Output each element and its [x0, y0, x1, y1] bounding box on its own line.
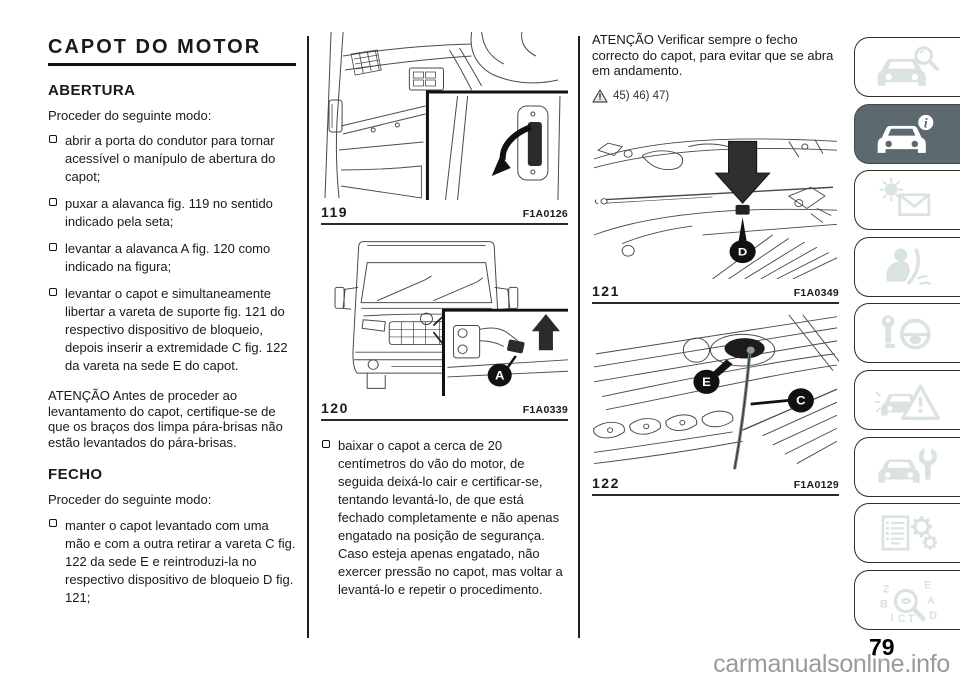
index-letter: E	[924, 579, 931, 591]
list-item: levantar o capot e simultaneamente liber…	[48, 285, 296, 375]
attention-note-right: ATENÇÃO Verificar sempre o fecho correct…	[592, 32, 834, 78]
figure-caption: 119 F1A0126	[321, 204, 568, 220]
bullet-square-icon	[322, 439, 330, 448]
sidebar-tab-specs-gears[interactable]	[854, 503, 960, 564]
index-letter: B	[879, 598, 887, 610]
figure-code: F1A0126	[522, 208, 568, 220]
list-item: baixar o capot a cerca de 20 centímetros…	[321, 437, 568, 599]
sidebar-tab-airbag-safety[interactable]	[854, 236, 960, 297]
index-letter: I	[890, 612, 893, 623]
key-steering-icon	[881, 315, 931, 350]
sidebar-tab-car-info[interactable]: i	[854, 103, 960, 164]
sidebar-tab-car-magnifier[interactable]	[854, 37, 960, 97]
fig120-van-front-illustration: A	[334, 241, 568, 396]
figure-number: 121	[592, 282, 620, 299]
warning-light-mail-icon	[878, 177, 930, 217]
warning-triangle-icon: !	[592, 88, 608, 103]
car-wrench-icon	[877, 445, 937, 483]
sidebar-tab-warning-light-mail[interactable]	[854, 170, 960, 231]
warning-reference-row: ! 45) 46) 47)	[592, 88, 839, 103]
label-a: A	[495, 368, 504, 383]
figure-122: E C 122 F1A0129	[592, 313, 839, 496]
figure-caption: 120 F1A0339	[321, 400, 568, 416]
left-column: CAPOT DO MOTOR ABERTURA Proceder do segu…	[48, 36, 296, 607]
bullet-text: baixar o capot a cerca de 20 centímetros…	[338, 438, 563, 597]
bullet-square-icon	[49, 242, 57, 251]
figure-caption: 122 F1A0129	[592, 475, 839, 491]
figure-121: D 121 F1A0349	[592, 129, 839, 304]
list-item: puxar a alavanca fig. 119 no sentido ind…	[48, 195, 296, 231]
emergency-triangle-icon	[874, 384, 940, 420]
index-search-icon: Z E B A D I C T	[879, 579, 937, 623]
airbag-safety-icon	[885, 248, 931, 285]
caption-rule	[592, 301, 839, 304]
sidebar-tab-index-search[interactable]: Z E B A D I C T	[854, 569, 960, 630]
sidebar-tabs: i	[854, 37, 960, 636]
index-letter: A	[927, 595, 935, 607]
specs-gears-icon	[881, 515, 937, 551]
bullet-text: abrir a porta do condutor para tornar ac…	[65, 133, 276, 184]
bullet-text: puxar a alavanca fig. 119 no sentido ind…	[65, 196, 273, 229]
caption-rule	[321, 419, 568, 421]
figure-number: 119	[321, 204, 349, 220]
column-divider	[578, 36, 580, 638]
sidebar-tab-key-steering[interactable]	[854, 303, 960, 364]
bullet-text: levantar a alavanca A fig. 120 como indi…	[65, 241, 271, 274]
info-glyph: i	[923, 115, 927, 130]
list-item: manter o capot levantado com uma mão e c…	[48, 517, 296, 607]
page-title: CAPOT DO MOTOR	[48, 36, 262, 58]
warning-refs: 45) 46) 47)	[613, 89, 670, 102]
abertura-intro: Proceder do seguinte modo:	[48, 107, 212, 123]
figure-caption: 121 F1A0349	[592, 283, 839, 299]
attention-note-left: ATENÇÃO Antes de proceder ao levantament…	[48, 388, 283, 450]
fig119-dashboard-illustration	[324, 31, 568, 200]
fecho-intro: Proceder do seguinte modo:	[48, 492, 212, 507]
warning-exclamation: !	[599, 92, 602, 102]
sidebar-tab-car-wrench[interactable]	[854, 436, 960, 497]
caption-rule	[321, 223, 568, 225]
page-number: 79	[869, 634, 895, 660]
figure-code: F1A0349	[793, 286, 839, 299]
column-divider	[307, 36, 309, 638]
label-c: C	[796, 393, 805, 406]
figure-code: F1A0339	[522, 404, 568, 416]
index-letter: D	[929, 610, 937, 622]
middle-column: 119 F1A0126	[321, 30, 568, 599]
bullet-text: levantar o capot e simultaneamente liber…	[65, 286, 288, 373]
car-info-icon: i	[877, 112, 935, 153]
fig121-engine-bay-illustration: D	[593, 137, 838, 279]
index-letter: T	[907, 613, 914, 623]
car-magnifier-icon	[877, 46, 939, 86]
caption-rule	[592, 493, 839, 496]
list-item: levantar a alavanca A fig. 120 como indi…	[48, 240, 296, 276]
figure-119: 119 F1A0126	[321, 30, 568, 225]
figure-120: A 120 F1A0339	[321, 234, 568, 421]
bullet-text: manter o capot levantado com uma mão e c…	[65, 517, 296, 605]
section-heading-fecho: FECHO	[48, 466, 103, 483]
title-underline	[48, 63, 296, 66]
sidebar-tab-emergency-triangle[interactable]	[854, 369, 960, 430]
label-e: E	[702, 375, 711, 388]
section-heading-abertura: ABERTURA	[48, 81, 136, 99]
bullet-square-icon	[49, 287, 57, 296]
figure-number: 122	[592, 474, 620, 491]
figure-code: F1A0129	[793, 478, 839, 491]
watermark: carmanualsonline.info	[713, 650, 950, 678]
index-letter: C	[897, 613, 905, 623]
bullet-square-icon	[49, 519, 57, 527]
bullet-square-icon	[49, 134, 57, 143]
label-d: D	[738, 245, 748, 258]
figure-number: 120	[321, 400, 349, 416]
fig122-hood-rod-illustration: E C	[593, 314, 839, 469]
list-item: abrir a porta do condutor para tornar ac…	[48, 132, 296, 186]
index-letter: Z	[882, 583, 889, 595]
bullet-square-icon	[49, 197, 57, 206]
right-column: ATENÇÃO Verificar sempre o fecho correct…	[592, 32, 839, 496]
